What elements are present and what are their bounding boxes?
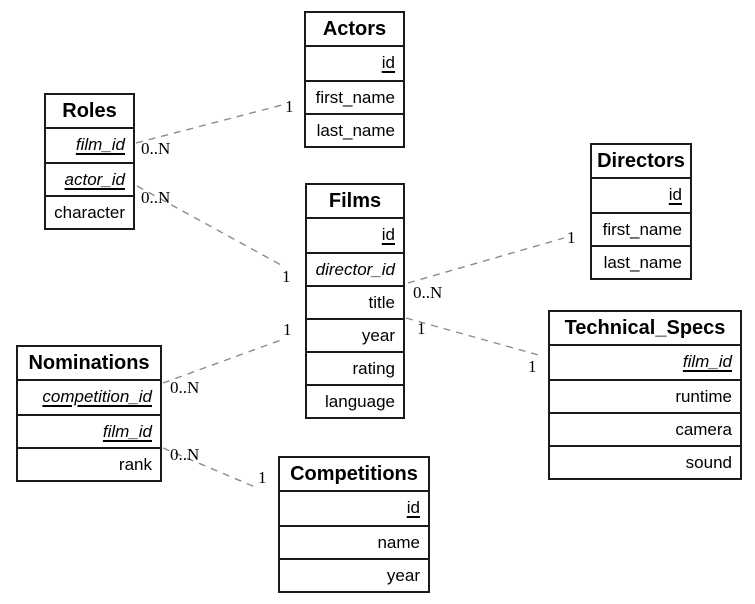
- entity-directors: Directors id first_name last_name: [590, 143, 692, 280]
- field-row-id: id: [280, 492, 428, 525]
- field-name: actor_id: [64, 170, 125, 189]
- cardinality-label-roles-to-films-start: 0..N: [141, 188, 171, 207]
- field-name: title: [368, 293, 395, 312]
- cardinality-label-films-to-technical-specs-end: 1: [528, 357, 537, 376]
- entity-title: Actors: [306, 13, 403, 47]
- relationship-line-roles-to-films: [136, 185, 282, 266]
- field-row-film_id: film_id: [550, 346, 740, 379]
- field-name: year: [361, 326, 395, 345]
- relationship-line-nominations-to-competitions: [162, 447, 256, 488]
- field-name: film_id: [682, 352, 732, 371]
- relationship-line-films-to-technical-specs: [405, 317, 543, 357]
- relationship-line-films-to-directors: [407, 237, 565, 284]
- relationship-line-nominations-to-films: [162, 339, 282, 384]
- field-row-last_name: last_name: [306, 113, 403, 146]
- field-row-film_id: film_id: [46, 129, 133, 162]
- cardinality-label-roles-to-films-end: 1: [282, 267, 291, 286]
- cardinality-label-films-to-technical-specs-start: 1: [417, 319, 426, 338]
- field-name: id: [668, 185, 682, 204]
- cardinality-label-films-to-directors-end: 1: [567, 228, 576, 247]
- cardinality-label-roles-to-actors-end: 1: [285, 97, 294, 116]
- field-name: name: [377, 533, 420, 552]
- field-row-id: id: [307, 219, 403, 252]
- field-row-id: id: [592, 179, 690, 212]
- field-name: film_id: [102, 422, 152, 441]
- cardinality-label-nominations-to-films-start: 0..N: [170, 378, 200, 397]
- field-name: last_name: [316, 121, 395, 140]
- field-name: film_id: [75, 135, 125, 154]
- field-name: year: [386, 566, 420, 585]
- field-row-first_name: first_name: [592, 212, 690, 245]
- field-row-year: year: [280, 558, 428, 591]
- field-row-title: title: [307, 285, 403, 318]
- entity-title: Roles: [46, 95, 133, 129]
- field-row-year: year: [307, 318, 403, 351]
- field-name: id: [406, 498, 420, 517]
- cardinality-label-nominations-to-competitions-start: 0..N: [170, 445, 200, 464]
- entity-title: Technical_Specs: [550, 312, 740, 346]
- field-name: language: [325, 392, 395, 411]
- field-name: rank: [118, 455, 152, 474]
- entity-title: Competitions: [280, 458, 428, 492]
- field-name: first_name: [602, 220, 682, 239]
- field-row-last_name: last_name: [592, 245, 690, 278]
- field-row-language: language: [307, 384, 403, 417]
- field-name: last_name: [603, 253, 682, 272]
- entity-title: Films: [307, 185, 403, 219]
- field-row-name: name: [280, 525, 428, 558]
- field-name: sound: [685, 453, 732, 472]
- entity-title: Directors: [592, 145, 690, 179]
- field-name: id: [381, 53, 395, 72]
- field-name: runtime: [675, 387, 732, 406]
- relationship-line-roles-to-actors: [135, 104, 283, 144]
- field-row-competition_id: competition_id: [18, 381, 160, 414]
- field-row-id: id: [306, 47, 403, 80]
- field-name: id: [381, 225, 395, 244]
- field-name: competition_id: [42, 387, 152, 406]
- field-row-film_id: film_id: [18, 414, 160, 447]
- field-name: camera: [675, 420, 732, 439]
- field-name: first_name: [315, 88, 395, 107]
- field-row-character: character: [46, 195, 133, 228]
- field-row-sound: sound: [550, 445, 740, 478]
- field-name: rating: [352, 359, 395, 378]
- field-name: character: [54, 203, 125, 222]
- field-row-rating: rating: [307, 351, 403, 384]
- cardinality-label-nominations-to-competitions-end: 1: [258, 468, 267, 487]
- field-row-director_id: director_id: [307, 252, 403, 285]
- field-row-first_name: first_name: [306, 80, 403, 113]
- field-row-actor_id: actor_id: [46, 162, 133, 195]
- field-row-camera: camera: [550, 412, 740, 445]
- field-row-runtime: runtime: [550, 379, 740, 412]
- field-row-rank: rank: [18, 447, 160, 480]
- entity-roles: Roles film_id actor_id character: [44, 93, 135, 230]
- cardinality-label-roles-to-actors-start: 0..N: [141, 139, 171, 158]
- field-name: director_id: [315, 260, 395, 279]
- entity-actors: Actors id first_name last_name: [304, 11, 405, 148]
- entity-competitions: Competitions id name year: [278, 456, 430, 593]
- entity-title: Nominations: [18, 347, 160, 381]
- cardinality-label-nominations-to-films-end: 1: [283, 320, 292, 339]
- cardinality-label-films-to-directors-start: 0..N: [413, 283, 443, 302]
